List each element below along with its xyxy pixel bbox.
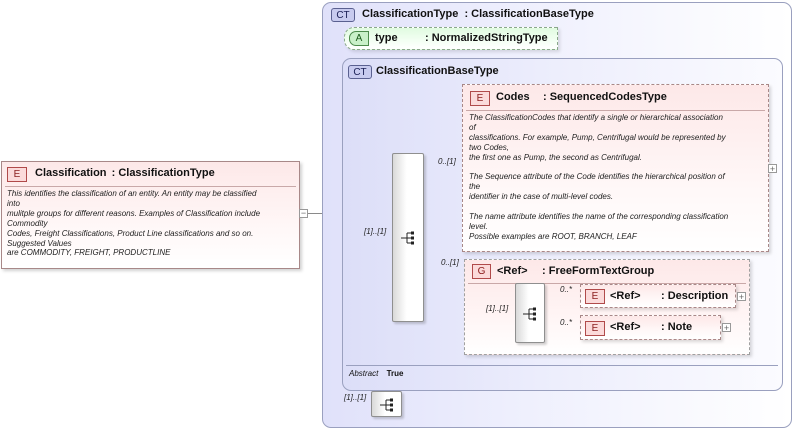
note-expand-toggle[interactable]: + <box>722 323 731 333</box>
base-type-badge: CT <box>348 65 372 79</box>
codes-element[interactable]: E Codes : SequencedCodesType The Classif… <box>462 84 769 252</box>
abstract-divider <box>346 365 778 366</box>
codes-cardinality: 0..[1] <box>438 157 456 166</box>
note-badge: E <box>585 321 605 336</box>
element-title: Classification : ClassificationType <box>35 167 215 179</box>
complex-type-name: ClassificationType <box>362 8 459 20</box>
element-name: Classification <box>35 167 107 179</box>
codes-expand-toggle[interactable]: + <box>768 164 777 174</box>
group-divider <box>468 283 746 284</box>
note-type: : Note <box>661 321 693 333</box>
complex-type-badge: CT <box>331 8 355 22</box>
element-badge: E <box>7 167 27 182</box>
type-attribute[interactable]: A type : NormalizedStringType <box>344 27 558 50</box>
complex-type-base: : ClassificationBaseType <box>464 8 594 20</box>
abstract-row: Abstract True <box>349 369 403 378</box>
group-badge: G <box>472 264 491 279</box>
complex-type-title: ClassificationType : ClassificationBaseT… <box>362 8 594 20</box>
classification-element[interactable]: E Classification : ClassificationType Th… <box>1 161 300 269</box>
description-element[interactable]: E <Ref> : Description <box>580 284 736 308</box>
sequence-icon <box>401 231 414 245</box>
abstract-value: True <box>386 369 404 378</box>
codes-divider <box>466 110 765 111</box>
note-name: <Ref> <box>610 321 641 333</box>
description-type: : Description <box>661 290 729 302</box>
group-type: : FreeFormTextGroup <box>542 265 655 277</box>
note-element[interactable]: E <Ref> : Note <box>580 315 721 340</box>
attribute-name: type <box>375 32 398 44</box>
bottom-sequence-cardinality: [1]..[1] <box>344 393 367 402</box>
description-badge: E <box>585 289 605 304</box>
group-sequence-cardinality: [1]..[1] <box>486 304 509 313</box>
codes-type: : SequencedCodesType <box>543 91 667 103</box>
sequence-icon <box>380 398 393 412</box>
note-cardinality: 0..* <box>560 318 573 327</box>
group-name: <Ref> <box>497 265 528 277</box>
attribute-badge: A <box>349 31 369 46</box>
divider <box>5 186 296 187</box>
description-expand-toggle[interactable]: + <box>737 292 746 302</box>
codes-badge: E <box>470 91 490 106</box>
collapse-toggle[interactable]: − <box>299 208 308 218</box>
element-type: : ClassificationType <box>111 167 215 179</box>
attribute-type: : NormalizedStringType <box>425 32 548 44</box>
abstract-label: Abstract <box>349 369 379 378</box>
codes-name: Codes <box>496 91 530 103</box>
main-sequence-cardinality: [1]..[1] <box>364 227 387 236</box>
sequence-icon <box>523 307 536 321</box>
element-documentation: This identifies the classification of an… <box>7 189 261 258</box>
description-name: <Ref> <box>610 290 641 302</box>
connector-root-to-outer <box>300 213 335 214</box>
bottom-sequence-compositor[interactable] <box>371 391 402 417</box>
base-type-name: ClassificationBaseType <box>376 65 499 77</box>
group-sequence-compositor[interactable] <box>515 283 545 343</box>
codes-documentation: The ClassificationCodes that identify a … <box>469 113 729 241</box>
description-cardinality: 0..* <box>560 285 573 294</box>
main-sequence-compositor[interactable] <box>392 153 424 322</box>
group-cardinality: 0..[1] <box>441 258 459 267</box>
